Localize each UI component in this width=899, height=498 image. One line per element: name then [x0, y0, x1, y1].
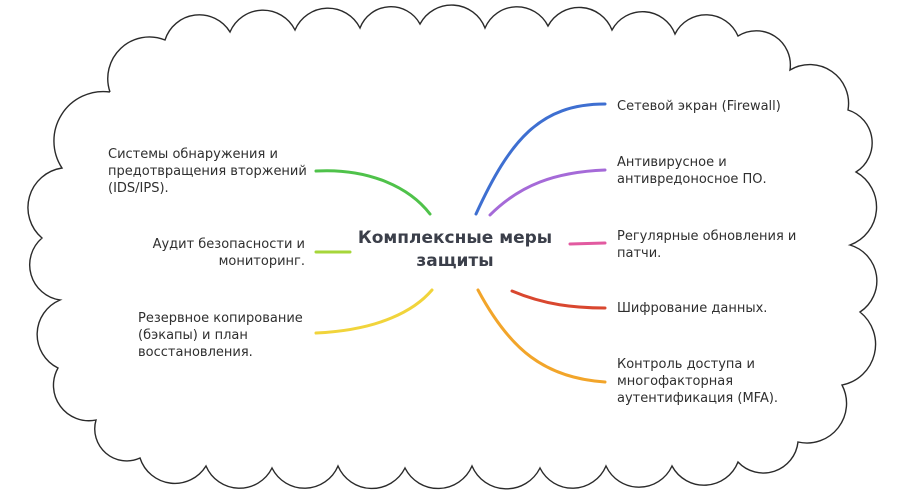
central-topic-line-2: защиты — [416, 251, 494, 271]
branch-line-access-control — [476, 288, 607, 384]
branch-line-backup — [314, 288, 434, 335]
central-topic: Комплексные меры защиты — [345, 227, 565, 273]
branch-label-access-control: Контроль доступа и многофакторная аутент… — [617, 357, 779, 406]
branch-line-updates — [568, 241, 607, 246]
branch-line-antivirus — [488, 168, 607, 217]
branch-label-antivirus: Антивирусное и антивредоносное ПО. — [617, 155, 767, 187]
branch-label-backup: Резервное копирование (бэкапы) и план во… — [138, 311, 303, 360]
branch-label-encryption: Шифрование данных. — [617, 301, 768, 316]
central-topic-line-1: Комплексные меры — [357, 228, 553, 248]
branch-line-ids-ips — [314, 169, 432, 216]
branch-label-ids-ips: Системы обнаружения и предотвращения вто… — [108, 147, 307, 196]
branch-line-encryption — [510, 289, 607, 310]
branch-label-updates: Регулярные обновления и патчи. — [617, 229, 797, 261]
branch-label-firewall: Сетевой экран (Firewall) — [617, 99, 781, 114]
branch-label-audit: Аудит безопасности и мониторинг. — [152, 237, 305, 269]
branch-line-firewall — [474, 102, 607, 216]
